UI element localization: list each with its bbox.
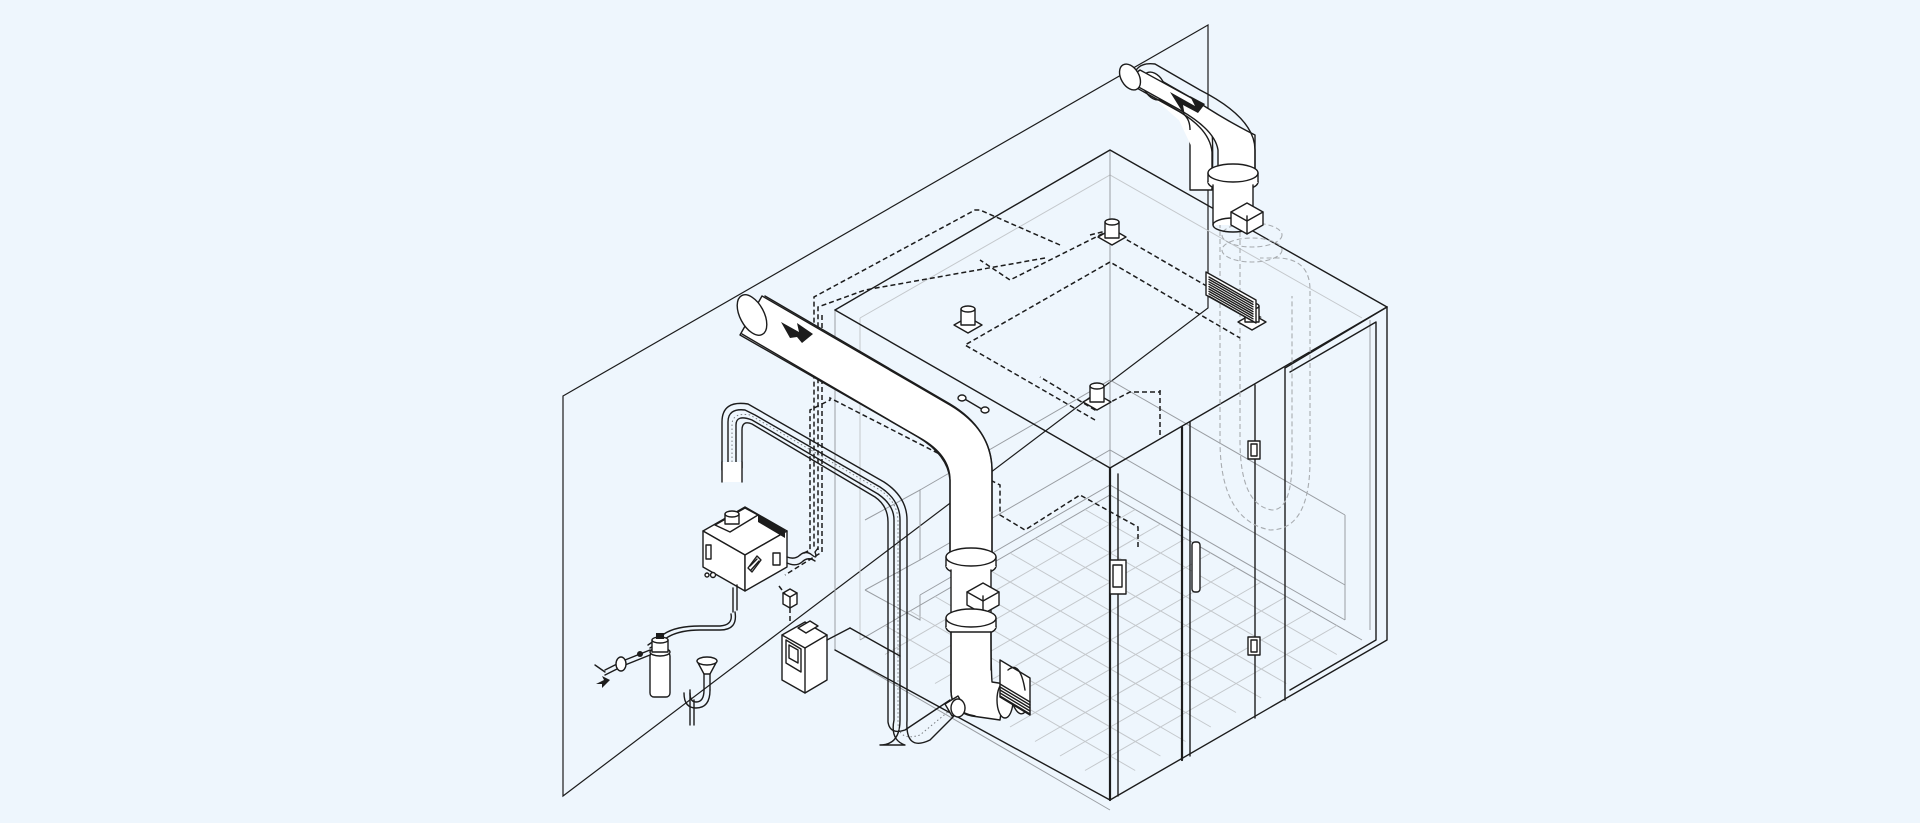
steam-nozzle: [957, 394, 990, 414]
ceiling-outlet-2: [953, 305, 983, 334]
exhaust-grille: [1205, 271, 1257, 324]
drain-funnel: [683, 656, 718, 726]
ceiling-outlet-1: [1097, 218, 1127, 246]
arrow-down-right-icon: [781, 322, 813, 343]
steam-hose: [721, 402, 966, 746]
relay-module: [778, 585, 798, 622]
water-filter: [649, 633, 671, 698]
steam-generator: [702, 506, 819, 622]
water-supply-assembly: [594, 611, 737, 726]
floor-inlet-grille: [999, 659, 1031, 716]
flame-logo-icon: [747, 555, 762, 573]
hidden-exhaust-duct: [1219, 215, 1311, 531]
arrow-up-left-icon: [1170, 92, 1205, 116]
inlet-valve: [594, 651, 643, 688]
water-inlet-arrow-icon: [596, 676, 610, 688]
control-cable-runs: [784, 209, 1262, 576]
glass-door-panels: [1108, 306, 1388, 802]
ceiling-outlet-3: [1082, 382, 1112, 411]
exhaust-duct: [1118, 62, 1264, 235]
electrical-box: [781, 620, 901, 694]
ceiling-steam-outlets: [953, 218, 1267, 414]
